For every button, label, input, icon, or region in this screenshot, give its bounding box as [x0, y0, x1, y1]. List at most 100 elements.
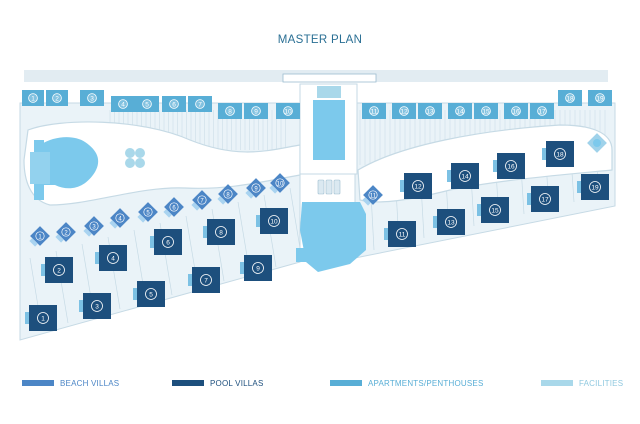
beach-villa-unit [270, 173, 290, 193]
pool-villa-marker [505, 160, 517, 172]
apartment-block: 10 [276, 103, 300, 119]
pool-deck [30, 152, 50, 184]
pool-villa-unit [45, 257, 73, 283]
pool-villa: 1 [25, 305, 57, 331]
pool-villa-plunge-pool [433, 216, 437, 228]
beach-villa-marker [275, 178, 285, 188]
pool-villa: 14 [447, 163, 479, 189]
pool-villa: 10 [256, 208, 288, 234]
beach-villa-deck [55, 234, 64, 243]
apartment-number: 2 [55, 96, 59, 103]
legend-label: POOL VILLAS [210, 378, 264, 388]
pool-villa-unit [29, 305, 57, 331]
pool-villa-marker [37, 312, 49, 324]
pool-villa-unit [581, 174, 609, 200]
apartment-marker [169, 99, 179, 109]
apartment-number: 12 [400, 109, 408, 116]
apartment-unit [22, 90, 44, 106]
pool-villa-plunge-pool [133, 288, 137, 300]
pool-villa-plunge-pool [188, 274, 192, 286]
pool-villa-plunge-pool [477, 204, 481, 216]
pool-villa: 4 [95, 245, 127, 271]
apartment-number: 13 [426, 109, 434, 116]
cabana [333, 179, 341, 195]
pool-villa: 2 [41, 257, 73, 283]
apartment-block: 18 [558, 90, 582, 106]
pool-villa-plunge-pool [542, 148, 546, 160]
beach-villa-unit [363, 185, 383, 205]
pool-villa-number: 7 [204, 277, 208, 284]
beach-villa-deck [83, 228, 92, 237]
pool-villa-unit [497, 153, 525, 179]
pool-villa-number: 14 [461, 173, 469, 180]
pool-villa-plunge-pool [577, 181, 581, 193]
pool-villa-unit [437, 209, 465, 235]
apartment-marker [537, 106, 547, 116]
pool-villa-number: 1 [41, 315, 45, 322]
apartment-unit [530, 103, 554, 119]
beach-villa-deck [29, 238, 38, 247]
pool-villa-marker [162, 236, 174, 248]
pool-villa-number: 10 [270, 218, 278, 225]
garden-lawn-left [23, 121, 301, 206]
pool-villa-unit [546, 141, 574, 167]
apartment-marker [142, 99, 152, 109]
apartment-marker [28, 93, 38, 103]
beach-villa-number: 1 [38, 234, 42, 240]
legend-swatch [541, 380, 573, 386]
pool-villa-number: 19 [591, 184, 599, 191]
apartment-block: 9 [244, 103, 268, 119]
pool-villa-number: 17 [541, 196, 549, 203]
legend-swatch [22, 380, 54, 386]
apartment-marker [118, 99, 128, 109]
pool-villa-plunge-pool [447, 170, 451, 182]
apartment-block: 11 [362, 103, 386, 119]
pool-villa-number: 6 [166, 239, 170, 246]
apartment-number: 6 [172, 102, 176, 109]
apartment-unit [135, 96, 159, 112]
pool-villa-marker [268, 215, 280, 227]
pool-villa-plunge-pool [527, 193, 531, 205]
beach-villa-deck [362, 197, 371, 206]
pool-villa-marker [107, 252, 119, 264]
beach-villa-marker [197, 195, 207, 205]
apartment-marker [283, 106, 293, 116]
beach-villa-marker [223, 189, 233, 199]
pool-villa: 6 [150, 229, 182, 255]
cabana [317, 179, 325, 195]
pool-villa: 18 [542, 141, 574, 167]
beach-villa-deck [163, 209, 172, 218]
page-title: MASTER PLAN [277, 34, 363, 46]
pool-villa-number: 8 [219, 229, 223, 236]
apartment-marker [481, 106, 491, 116]
apartment-unit [418, 103, 442, 119]
beach-villa-number: 6 [172, 205, 176, 211]
pool-villa-marker [412, 180, 424, 192]
apartment-marker [87, 93, 97, 103]
legend-label: APARTMENTS/PENTHOUSES [368, 378, 484, 388]
pool-villa-number: 18 [556, 151, 564, 158]
apartment-number: 1 [31, 96, 35, 103]
pool-villa-marker [200, 274, 212, 286]
beach-villa-marker [35, 231, 45, 241]
apartment-number: 8 [228, 109, 232, 116]
clubhouse-pool [300, 202, 366, 272]
pool-villa-marker [589, 181, 601, 193]
beach-villa-number: 4 [118, 216, 122, 222]
pool-villa-plunge-pool [203, 226, 207, 238]
apartment-block: 7 [188, 96, 212, 112]
beach-villa-number: 7 [200, 198, 204, 204]
pool-villa-unit [244, 255, 272, 281]
beach-villa-number: 8 [226, 192, 230, 198]
beach-villa-number: 5 [146, 210, 150, 216]
pool-villa-marker [539, 193, 551, 205]
pool-villa: 9 [240, 255, 272, 281]
legend-item-facility: FACILITIES [541, 376, 623, 390]
pool-villa: 11 [384, 221, 416, 247]
apartment-unit [188, 96, 212, 112]
pool-villa-number: 3 [95, 303, 99, 310]
apartment-block: 8 [218, 103, 242, 119]
pool-villa: 16 [493, 153, 525, 179]
